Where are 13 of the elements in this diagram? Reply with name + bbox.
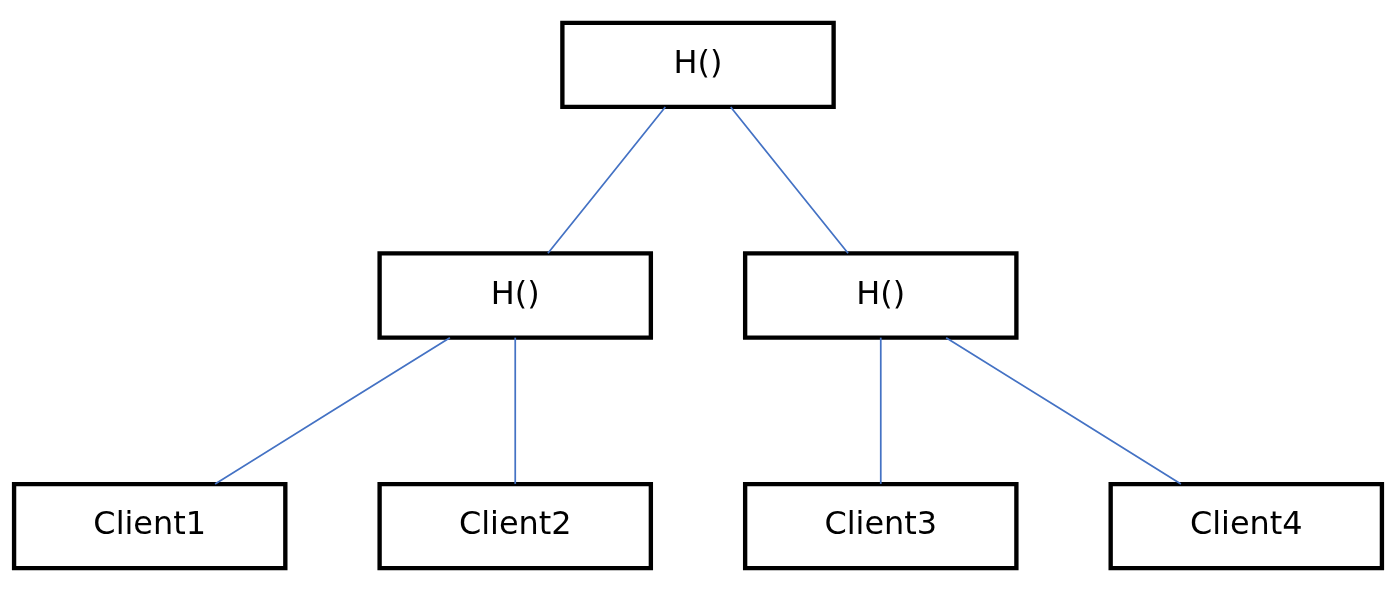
connector — [729, 105, 849, 254]
node-box: Client2 — [377, 481, 654, 570]
connector — [879, 336, 882, 485]
node-box: Client4 — [1108, 481, 1385, 570]
connector — [945, 336, 1182, 485]
connector — [514, 336, 517, 485]
node-box: Client1 — [11, 481, 288, 570]
connector — [214, 336, 451, 485]
node-box: H() — [560, 20, 836, 109]
node-box: H() — [377, 250, 654, 340]
connector — [547, 105, 667, 254]
node-box: Client3 — [742, 481, 1019, 570]
node-box: H() — [742, 250, 1019, 340]
